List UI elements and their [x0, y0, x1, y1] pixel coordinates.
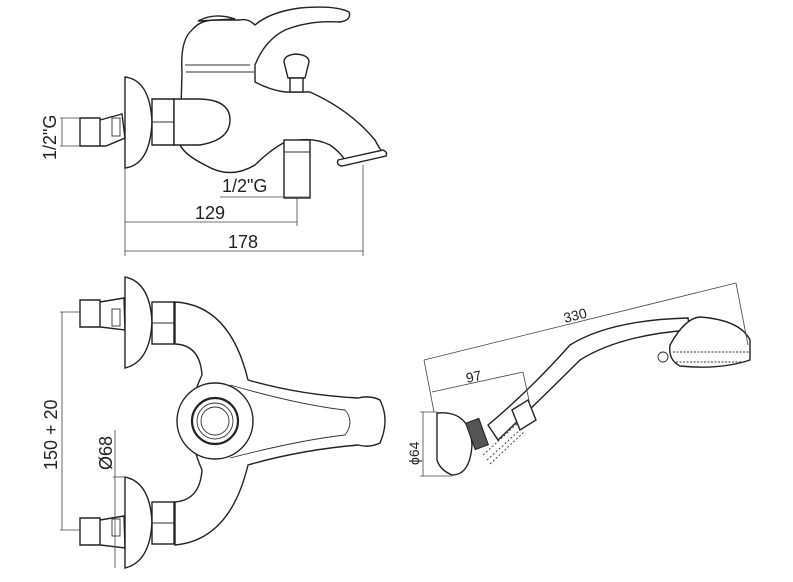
- dim-178: 178: [228, 232, 258, 252]
- cartridge-housing: [173, 98, 231, 146]
- dim-129: 129: [195, 203, 225, 223]
- dim-centers: 150 + 20: [41, 399, 61, 470]
- diverter-knob: [283, 53, 310, 79]
- hand-shower: 330 97 ϕ64: [406, 282, 751, 477]
- dim-escutcheon: Ø68: [96, 436, 116, 470]
- outlet-thread-label: 1/2"G: [222, 176, 267, 196]
- wall-holder: [436, 412, 473, 476]
- inlet-fitting: [79, 113, 126, 147]
- holder-knurl: [464, 417, 490, 451]
- dim-holder-dia: ϕ64: [406, 441, 422, 465]
- spout-tip: [336, 149, 388, 167]
- shower-head: [669, 316, 751, 368]
- mixer-side-view: 1/2"G 1/2"G 129 178: [40, 6, 388, 256]
- inlet-thread-label: 1/2"G: [40, 115, 60, 160]
- lever-cap: [197, 15, 236, 22]
- mixer-top-view: 150 + 20 Ø68: [41, 276, 386, 569]
- shower-outlet: [283, 139, 311, 199]
- escutcheon-plate: [124, 76, 153, 169]
- dim-330: 330: [562, 305, 589, 326]
- escutcheon-lower: [124, 476, 153, 569]
- escutcheon-upper: [124, 276, 153, 369]
- mixer-body: [179, 6, 385, 174]
- dim-97: 97: [464, 367, 483, 386]
